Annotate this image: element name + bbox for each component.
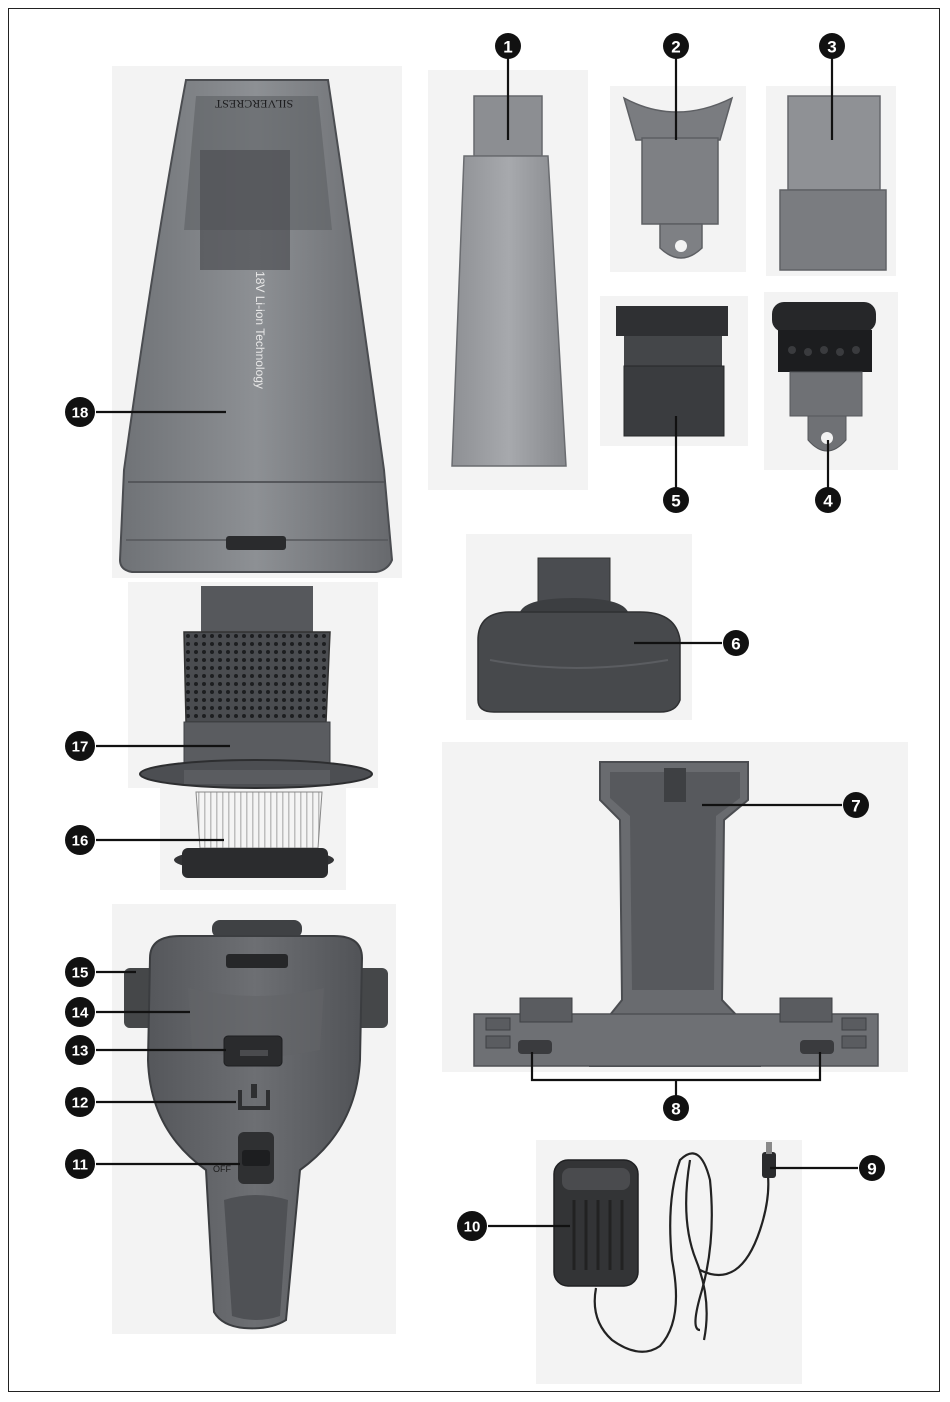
callout-18: 18 [65,397,95,427]
svg-text:15: 15 [72,965,89,982]
callout-3: 3 [819,33,845,59]
svg-text:7: 7 [851,797,860,816]
upholstery-nozzle [616,306,728,436]
svg-text:2: 2 [671,38,680,57]
switch-off-text: OFF [213,1164,231,1174]
svg-text:16: 16 [72,833,89,850]
callout-10: 10 [457,1211,487,1241]
svg-text:13: 13 [72,1043,89,1060]
callout-11: 11 [65,1149,95,1179]
callout-13: 13 [65,1035,95,1065]
brand-logo-text: SILVERCREST [214,97,293,111]
callout-9: 9 [859,1155,885,1181]
callout-17: 17 [65,731,95,761]
callout-16: 16 [65,825,95,855]
svg-text:5: 5 [671,492,680,511]
callout-12: 12 [65,1087,95,1117]
svg-text:9: 9 [867,1160,876,1179]
svg-text:12: 12 [72,1095,89,1112]
callout-6: 6 [723,630,749,656]
callout-1: 1 [495,33,521,59]
callout-8: 8 [663,1095,689,1121]
svg-text:14: 14 [72,1005,89,1022]
svg-text:10: 10 [464,1219,481,1236]
battery-label-text: 18V Li-ion Technology [253,271,267,389]
callout-15: 15 [65,957,95,987]
svg-text:1: 1 [503,38,512,57]
svg-text:18: 18 [72,405,89,422]
callout-7: 7 [843,792,869,818]
callout-2: 2 [663,33,689,59]
svg-text:4: 4 [823,492,833,511]
svg-text:17: 17 [72,739,89,756]
callout-14: 14 [65,997,95,1027]
svg-text:11: 11 [72,1157,88,1174]
svg-text:3: 3 [827,38,836,57]
callout-4: 4 [815,487,841,513]
svg-text:8: 8 [671,1100,680,1119]
callout-5: 5 [663,487,689,513]
svg-text:6: 6 [731,635,740,654]
